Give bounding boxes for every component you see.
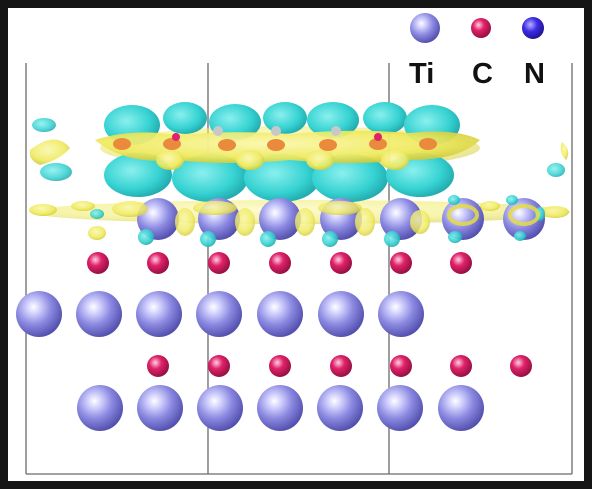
ti-atom — [438, 385, 484, 431]
c-atom — [269, 355, 291, 377]
c-atom — [208, 252, 230, 274]
c-atom — [450, 252, 472, 274]
c-atom — [269, 252, 291, 274]
ti-atom — [197, 385, 243, 431]
ti-atom — [137, 385, 183, 431]
c-atom-row-bottom — [147, 355, 532, 377]
c-atom — [390, 252, 412, 274]
legend-label-n: N — [524, 58, 545, 90]
legend-label-ti: Ti — [409, 58, 435, 90]
ti-atom — [377, 385, 423, 431]
legend-label-c: C — [472, 58, 493, 90]
c-atom — [147, 355, 169, 377]
ti-atom-icon — [410, 13, 440, 43]
ti-atom — [257, 291, 303, 337]
ti-atom — [378, 291, 424, 337]
c-atom — [147, 252, 169, 274]
ti-atom — [380, 198, 422, 240]
figure-panel — [8, 8, 584, 481]
ti-atom-row-bottom — [77, 385, 484, 431]
c-atom — [510, 355, 532, 377]
ti-atom — [259, 198, 301, 240]
c-atom — [208, 355, 230, 377]
ti-atom — [317, 385, 363, 431]
legend — [410, 13, 544, 43]
c-atom — [87, 252, 109, 274]
c-atom — [450, 355, 472, 377]
ti-atom — [318, 291, 364, 337]
c-atom-row-upper — [87, 252, 472, 274]
ti-atom — [196, 291, 242, 337]
ti-atom — [76, 291, 122, 337]
ti-atom — [136, 291, 182, 337]
ti-atom — [257, 385, 303, 431]
charge-density-isosurface — [29, 102, 570, 247]
charge-density-scene — [16, 13, 573, 475]
c-atom — [330, 252, 352, 274]
n-atom-icon — [522, 17, 544, 39]
c-atom-icon — [471, 18, 491, 38]
c-atom — [330, 355, 352, 377]
ti-atom-row-middle — [16, 291, 424, 337]
c-atom — [390, 355, 412, 377]
ti-atom — [16, 291, 62, 337]
ti-atom — [77, 385, 123, 431]
